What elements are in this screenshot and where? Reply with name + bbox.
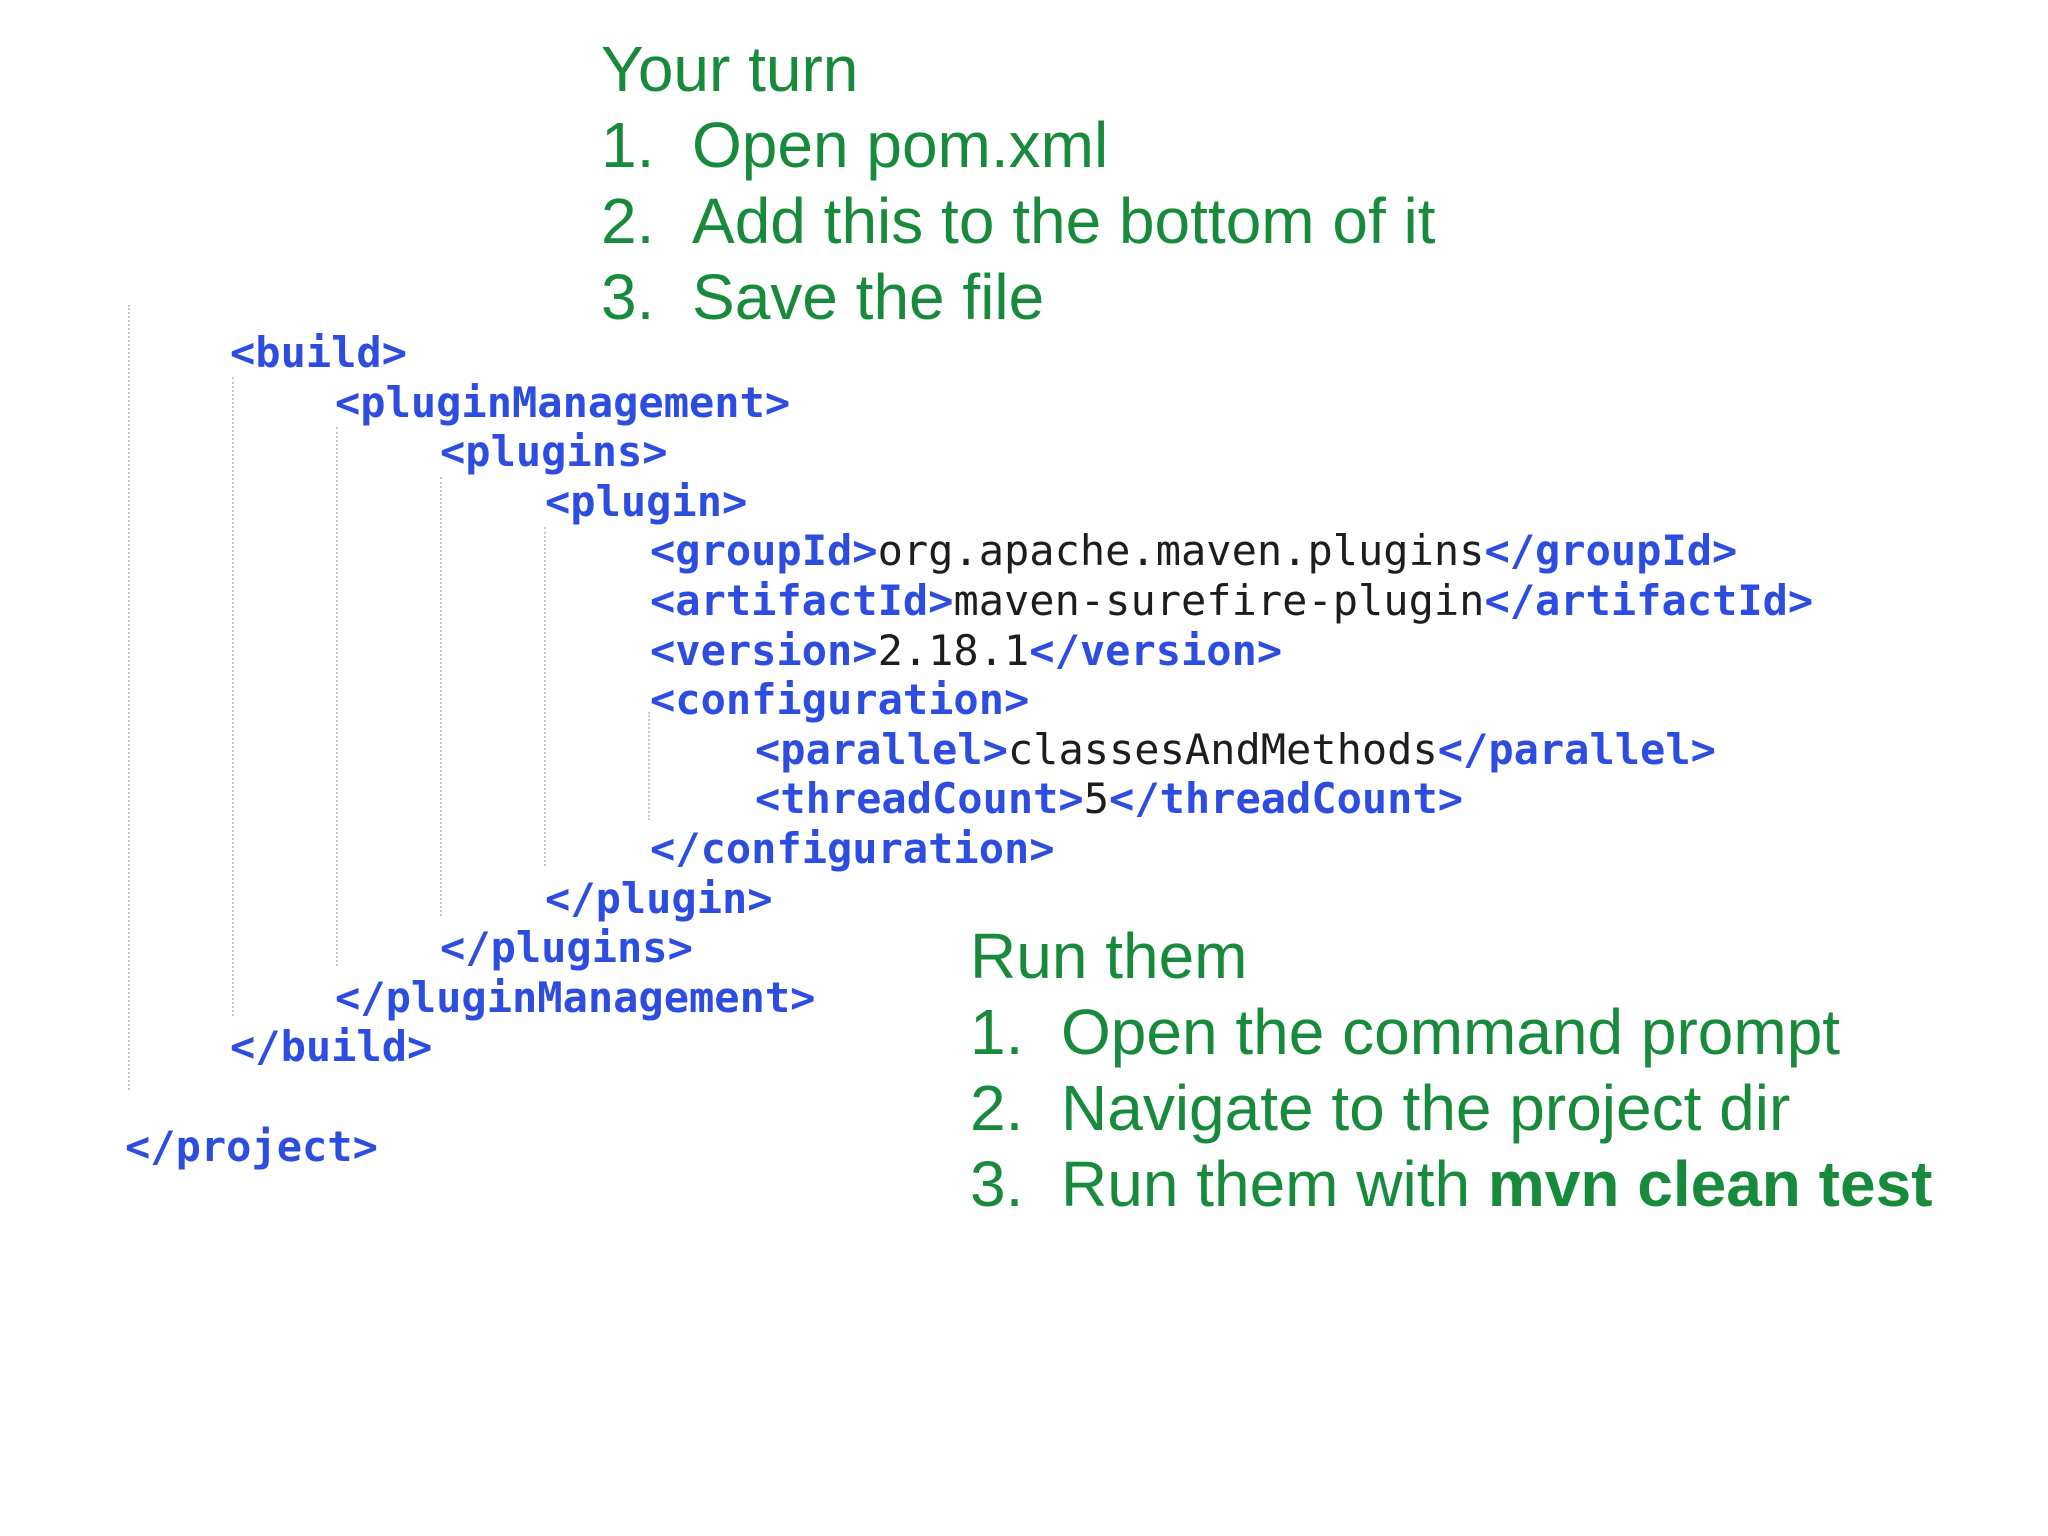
xml-tag: </pluginManagement> — [335, 972, 816, 1022]
code-line-15: </build> — [0, 1022, 1813, 1072]
indent-guide-6 — [648, 712, 650, 820]
list-number: 2. — [970, 1072, 1024, 1144]
pom-xml-code-block: <build><pluginManagement><plugins><plugi… — [0, 328, 1813, 1171]
xml-tag: </plugin> — [545, 873, 773, 923]
item-text-segment: Add this to the bottom of it — [692, 185, 1436, 257]
run-them-item-3: 3. Run them with mvn clean test — [970, 1146, 1932, 1222]
code-line-9: <parallel>classesAndMethods</parallel> — [0, 725, 1813, 775]
xml-tag: <parallel> — [755, 724, 1008, 774]
xml-value: 2.18.1 — [877, 625, 1030, 675]
code-line-12: </plugin> — [0, 874, 1813, 924]
code-line-7: <version>2.18.1</version> — [0, 626, 1813, 676]
your-turn-title: Your turn — [601, 33, 859, 105]
code-line-8: <configuration> — [0, 675, 1813, 725]
run-them-list: 1. Open the command prompt 2. Navigate to t… — [970, 994, 1932, 1222]
list-item-text: Save the file — [692, 259, 1044, 335]
xml-tag: <pluginManagement> — [335, 377, 791, 427]
code-line-3: <plugins> — [0, 427, 1813, 477]
item-text-segment: Open pom.xml — [692, 109, 1109, 181]
indent-guide-4 — [440, 477, 442, 916]
xml-tag: <build> — [230, 328, 408, 377]
command-text: mvn clean test — [1487, 1148, 1933, 1220]
your-turn-item-3: 3. Save the file — [601, 259, 1436, 335]
list-item-text: Open pom.xml — [692, 107, 1108, 183]
code-line-17: </project> — [0, 1122, 1813, 1172]
xml-tag: <artifactId> — [650, 575, 954, 625]
code-line-11: </configuration> — [0, 824, 1813, 874]
xml-tag: </version> — [1029, 625, 1283, 675]
list-item-text: Navigate to the project dir — [1061, 1070, 1790, 1146]
list-number: 2. — [601, 185, 655, 257]
xml-tag: <plugin> — [545, 476, 748, 526]
item-text-segment: Run them with — [1061, 1148, 1488, 1220]
xml-value: classesAndMethods — [1007, 724, 1438, 774]
item-text-segment: Navigate to the project dir — [1061, 1072, 1791, 1144]
indent-guide-2 — [232, 377, 234, 1016]
indent-guide-5 — [544, 527, 546, 866]
xml-tag: <threadCount> — [755, 774, 1084, 824]
item-text-segment: Open the command prompt — [1061, 996, 1841, 1068]
xml-tag: </groupId> — [1484, 526, 1738, 576]
code-line-1: <build> — [0, 328, 1813, 378]
your-turn-item-1: 1. Open pom.xml — [601, 107, 1436, 183]
xml-tag: </build> — [230, 1022, 433, 1072]
run-them-title: Run them — [970, 920, 1248, 992]
list-number: 1. — [970, 996, 1024, 1068]
your-turn-item-2: 2. Add this to the bottom of it — [601, 183, 1436, 259]
list-item-text: Add this to the bottom of it — [692, 183, 1436, 259]
xml-tag: <groupId> — [650, 526, 878, 576]
xml-value: 5 — [1083, 774, 1110, 824]
list-number: 3. — [970, 1148, 1024, 1220]
xml-value: org.apache.maven.plugins — [877, 526, 1485, 576]
indent-guide-1 — [128, 305, 130, 1090]
your-turn-section: Your turn 1. Open pom.xml 2. Add this to th… — [601, 31, 1436, 335]
list-number: 1. — [601, 109, 655, 181]
code-line-14: </pluginManagement> — [0, 973, 1813, 1023]
xml-tag: </plugins> — [440, 923, 693, 973]
code-line-10: <threadCount>5</threadCount> — [0, 774, 1813, 824]
xml-tag: <version> — [650, 625, 878, 675]
run-them-item-1: 1. Open the command prompt — [970, 994, 1932, 1070]
xml-tag: </threadCount> — [1109, 774, 1464, 824]
list-item-text: Open the command prompt — [1061, 994, 1840, 1070]
your-turn-list: 1. Open pom.xml 2. Add this to the bottom o… — [601, 107, 1436, 335]
code-line-13: </plugins> — [0, 923, 1813, 973]
item-text-segment: Save the file — [692, 261, 1045, 333]
list-number: 3. — [601, 261, 655, 333]
indent-guide-3 — [336, 427, 338, 966]
code-line-2: <pluginManagement> — [0, 378, 1813, 428]
code-line-16 — [0, 1072, 1813, 1122]
xml-tag: <configuration> — [650, 675, 1030, 725]
code-line-4: <plugin> — [0, 477, 1813, 527]
code-line-6: <artifactId>maven-surefire-plugin</artif… — [0, 576, 1813, 626]
xml-tag: </artifactId> — [1484, 575, 1814, 625]
xml-tag: </configuration> — [650, 823, 1055, 873]
list-item-text: Run them with mvn clean test — [1061, 1146, 1932, 1222]
run-them-section: Run them 1. Open the command prompt 2. Navi… — [970, 918, 1932, 1222]
xml-tag: <plugins> — [440, 427, 668, 477]
xml-value: maven-surefire-plugin — [953, 575, 1485, 625]
run-them-item-2: 2. Navigate to the project dir — [970, 1070, 1932, 1146]
xml-tag: </parallel> — [1437, 724, 1716, 774]
xml-tag: </project> — [125, 1121, 378, 1171]
code-line-5: <groupId>org.apache.maven.plugins</group… — [0, 526, 1813, 576]
